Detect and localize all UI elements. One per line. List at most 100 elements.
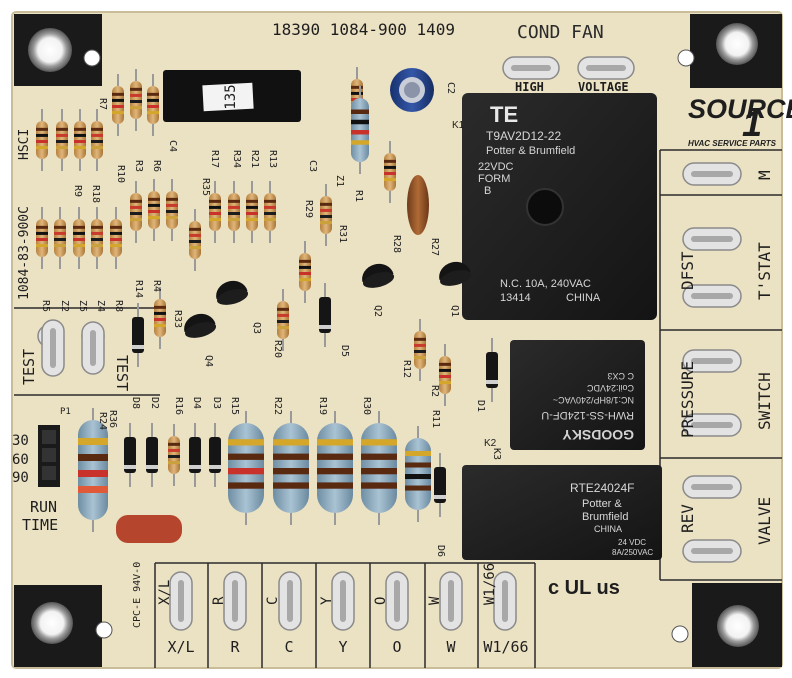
refdes-label: R15 [229, 397, 240, 415]
board-side-number: 1084-83-900C [17, 206, 32, 300]
refdes-label: R6 [151, 160, 162, 172]
refdes-label: R3 [133, 160, 144, 172]
resistor [130, 181, 142, 243]
refdes-label: R28 [391, 235, 402, 253]
spade-terminal[interactable] [278, 571, 302, 631]
resistor [264, 181, 276, 243]
refdes-label: R7 [97, 98, 108, 110]
resistor-group [36, 67, 451, 532]
refdes-label: R8 [113, 300, 124, 312]
resistor [78, 408, 108, 532]
refdes-label: C2 [445, 82, 456, 94]
mid-relay-brand: GOODSKY [562, 427, 634, 443]
spade-terminal[interactable] [223, 571, 247, 631]
refdes-label: R36 [107, 410, 118, 428]
relay-form: FORM [478, 173, 510, 185]
bottom-terminal-label-vertical: R [211, 596, 227, 605]
resistor [91, 207, 103, 269]
terminal-pressure-label: PRESSURE [678, 361, 697, 438]
refdes-label: D4 [191, 397, 202, 409]
small-relay-maker2: Brumfield [582, 511, 628, 523]
refdes-label: C4 [167, 140, 178, 152]
refdes-label: R1 [353, 190, 364, 202]
spade-terminal[interactable] [682, 413, 742, 437]
refdes-label: D3 [211, 397, 222, 409]
refdes-label: R11 [430, 410, 441, 428]
resistor [228, 181, 240, 243]
bottom-terminal-label: W1/66 [483, 638, 528, 656]
spade-terminal[interactable] [682, 349, 742, 373]
run-time-jumper[interactable] [38, 425, 60, 487]
refdes-label: R5 [40, 300, 51, 312]
resistor [209, 181, 221, 243]
spade-terminal[interactable] [682, 475, 742, 499]
refdes-label: Z4 [95, 300, 106, 312]
refdes-label: R16 [173, 397, 184, 415]
terminal-dfst-label: DFST [678, 251, 697, 290]
resistor [414, 319, 426, 381]
small-relay-text: RTE24024F Potter & Brumfield CHINA 24 VD… [570, 481, 653, 557]
refdes-label: C3 [307, 160, 318, 172]
resistor [246, 181, 258, 243]
resistor [299, 241, 311, 303]
small-relay-maker: Potter & [582, 498, 622, 510]
test-label-2: TEST [113, 355, 131, 391]
spade-terminal[interactable] [331, 571, 355, 631]
refdes-label: R18 [90, 185, 101, 203]
bottom-terminal-label-vertical: O [373, 597, 389, 605]
run-time-30: 30 [12, 433, 29, 449]
mid-relay-text: GOODSKY RWH-SS-124DF-U NC:1/8HP/240VAC~ … [541, 371, 634, 443]
resistor [168, 424, 180, 486]
refdes-label: Z2 [59, 300, 70, 312]
refdes-label: R24 [97, 412, 108, 430]
spade-terminal[interactable] [493, 571, 517, 631]
spade-terminal[interactable] [682, 284, 742, 308]
spade-terminal[interactable] [169, 571, 193, 631]
relay-rating: N.C. 10A, 240VAC [500, 278, 591, 290]
brown-capacitor [407, 175, 429, 235]
refdes-label: D6 [435, 545, 446, 557]
spade-terminal[interactable] [439, 571, 463, 631]
spade-terminal[interactable] [682, 539, 742, 563]
small-relay-coil: 24 VDC [618, 538, 646, 547]
diode [209, 423, 221, 487]
diode [124, 423, 136, 487]
bottom-terminal-label: W [446, 638, 456, 656]
pcb-substrate [11, 11, 783, 669]
spade-terminal[interactable] [502, 56, 560, 80]
bottom-terminal-label: X/L [167, 638, 194, 656]
refdes-label: D1 [475, 400, 486, 412]
relay-lot: 13414 [500, 292, 531, 304]
resistor [228, 411, 264, 525]
small-relay-model: RTE24024F [570, 481, 634, 495]
bottom-terminal-label: Y [338, 638, 347, 656]
spade-terminal[interactable] [81, 321, 105, 375]
refdes-label: R27 [429, 238, 440, 256]
refdes-label: Z1 [334, 175, 345, 187]
refdes-label: R22 [272, 397, 283, 415]
spade-terminal[interactable] [577, 56, 635, 80]
small-relay-origin: CHINA [594, 524, 622, 534]
mid-relay [510, 340, 645, 450]
bottom-terminal-label-vertical: W1/66 [482, 563, 498, 605]
bottom-terminal-label-vertical: X/L [157, 580, 173, 605]
spade-terminal[interactable] [41, 319, 65, 377]
spade-terminal[interactable] [385, 571, 409, 631]
refdes-label: R31 [337, 225, 348, 243]
spade-terminal[interactable] [682, 162, 742, 186]
spade-terminal[interactable] [682, 227, 742, 251]
source1-logo: SOURCE 1 HVAC SERVICE PARTS [688, 94, 792, 148]
resistor [166, 179, 178, 241]
relay-brand: TE [490, 102, 518, 127]
diode [434, 453, 446, 517]
resistor [147, 74, 159, 136]
terminal-valve-label: VALVE [755, 497, 774, 545]
run-time-label-1: RUN [30, 498, 57, 516]
refdes-label: R14 [133, 280, 144, 298]
refdes-label: D5 [339, 345, 350, 357]
terminal-rev-label: REV [678, 504, 697, 533]
resistor [273, 411, 309, 525]
